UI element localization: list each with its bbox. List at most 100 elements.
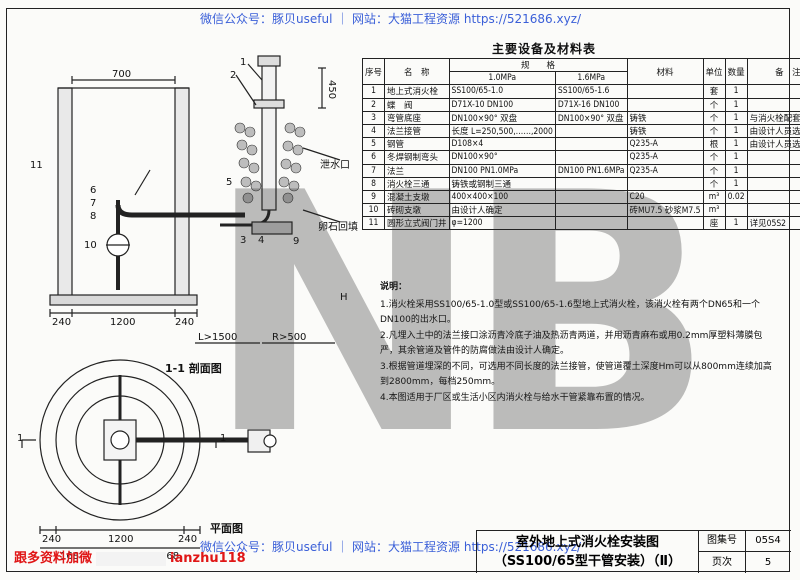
row-spec-b: D71X-16 DN100	[554, 97, 628, 112]
row-spec-a: 铸铁或钢制三通	[448, 176, 556, 191]
row-material: Q235-A	[626, 137, 704, 152]
row-no: 7	[361, 163, 386, 178]
row-unit: 根	[702, 137, 726, 152]
row-spec-b: DN100×90° 双盘	[554, 110, 628, 125]
callout-3: 3	[240, 235, 247, 246]
page-number: 5	[764, 557, 772, 568]
row-qty	[724, 203, 748, 218]
row-unit: 个	[702, 123, 726, 139]
col-qty: 数量	[724, 57, 748, 86]
row-remark: 由设计人员选定长度	[746, 137, 800, 152]
row-no: 9	[361, 189, 386, 205]
gravel-backfill	[234, 122, 306, 204]
row-remark: 与消火栓配套供应	[746, 110, 800, 125]
row-no: 11	[361, 216, 386, 231]
row-remark	[746, 84, 800, 99]
row-spec-b	[554, 123, 628, 139]
row-no: 3	[361, 110, 386, 125]
label-drain: 泄水口	[320, 160, 350, 171]
col-no: 序号	[361, 57, 386, 86]
row-material	[626, 97, 704, 112]
row-name: 混凝土支墩	[384, 189, 450, 205]
row-spec-a: 由设计人确定	[448, 203, 556, 218]
section-mark-left: 1	[17, 433, 24, 444]
row-spec-a: SS100/65-1.0	[448, 84, 556, 99]
callout-2: 2	[230, 70, 237, 81]
row-unit: 个	[702, 150, 726, 165]
row-name: 钢管	[384, 137, 450, 152]
row-no: 10	[361, 203, 386, 218]
plan-dim-168-left: 168	[60, 551, 80, 562]
note-item: 1.消火栓采用SS100/65-1.0型或SS100/65-1.6型地上式消火栓…	[380, 299, 761, 326]
dim-r500: R>500	[272, 332, 307, 343]
row-unit: 个	[702, 163, 726, 178]
row-name: 地上式消火栓	[384, 84, 450, 99]
row-unit: 个	[702, 176, 726, 191]
row-spec-a: DN100×90°	[448, 150, 556, 165]
callout-7: 7	[90, 198, 97, 209]
row-unit: 座	[702, 216, 726, 231]
row-remark: 由设计人员选定长度	[746, 123, 800, 139]
row-qty: 1	[724, 84, 748, 99]
callout-10: 10	[84, 240, 97, 251]
row-spec-b: DN100 PN1.6MPa	[554, 163, 628, 178]
section-mark-right: 1	[220, 433, 227, 444]
row-unit: m³	[702, 203, 726, 218]
dim-700: 700	[112, 69, 132, 80]
row-qty: 1	[724, 123, 748, 139]
promo-right: ianzhu118	[170, 551, 246, 566]
row-material: 铸铁	[626, 123, 704, 139]
sheet-frame	[6, 8, 790, 572]
dim-h: H	[340, 292, 348, 303]
watermark-top: 微信公众号：豚贝useful ｜ 网站：大猫工程资源 https://52168…	[200, 12, 582, 26]
callout-1: 1	[240, 57, 247, 68]
row-unit: 个	[702, 97, 726, 112]
row-no: 2	[361, 97, 386, 112]
row-name: 法兰	[384, 163, 450, 178]
row-qty: 1	[724, 176, 748, 191]
well-wall-right	[174, 87, 190, 299]
dim-l1500: L>1500	[198, 332, 238, 343]
drawing-title-line1: 室外地上式消火栓安装图	[515, 535, 659, 550]
callout-6: 6	[90, 185, 97, 196]
plan-dim-168-right: 168	[160, 551, 180, 562]
row-spec-a: 400×400×100	[448, 189, 556, 205]
row-qty: 1	[724, 110, 748, 125]
dim-240-right: 240	[175, 317, 195, 328]
note-item: 4.本图适用于厂区或生活小区内消火栓与给水干管紧靠布置的情况。	[380, 392, 650, 403]
row-no: 8	[361, 176, 386, 191]
col-spec: 规 格	[448, 57, 628, 73]
drawing-title: 室外地上式消火栓安装图 （SS100/65型干管安装）（Ⅱ）	[477, 531, 699, 573]
plan-dim-240-left: 240	[42, 534, 62, 545]
row-no: 4	[361, 123, 386, 139]
row-remark	[746, 176, 800, 191]
row-spec-b	[554, 216, 628, 231]
row-spec-b	[554, 189, 628, 205]
col-unit: 单位	[702, 57, 726, 86]
row-name: 冬焊钢制弯头	[384, 150, 450, 165]
row-material: 铸铁	[626, 110, 704, 125]
row-unit: 个	[702, 110, 726, 125]
row-no: 1	[361, 84, 386, 99]
dim-450: 450	[326, 80, 337, 100]
callout-5: 5	[226, 177, 233, 188]
row-spec-a: 长度 L=250,500,……,2000	[448, 123, 556, 139]
dim-240-left: 240	[52, 317, 72, 328]
row-spec-a: φ=1200	[448, 216, 556, 231]
row-material	[626, 84, 704, 99]
row-spec-a: DN100 PN1.0MPa	[448, 163, 556, 178]
plan-dim-240-right: 240	[178, 534, 198, 545]
callout-4: 4	[258, 235, 265, 246]
row-remark	[746, 163, 800, 178]
plan-caption: 平面图	[210, 522, 243, 535]
row-name: 砖砌支墩	[384, 203, 450, 218]
